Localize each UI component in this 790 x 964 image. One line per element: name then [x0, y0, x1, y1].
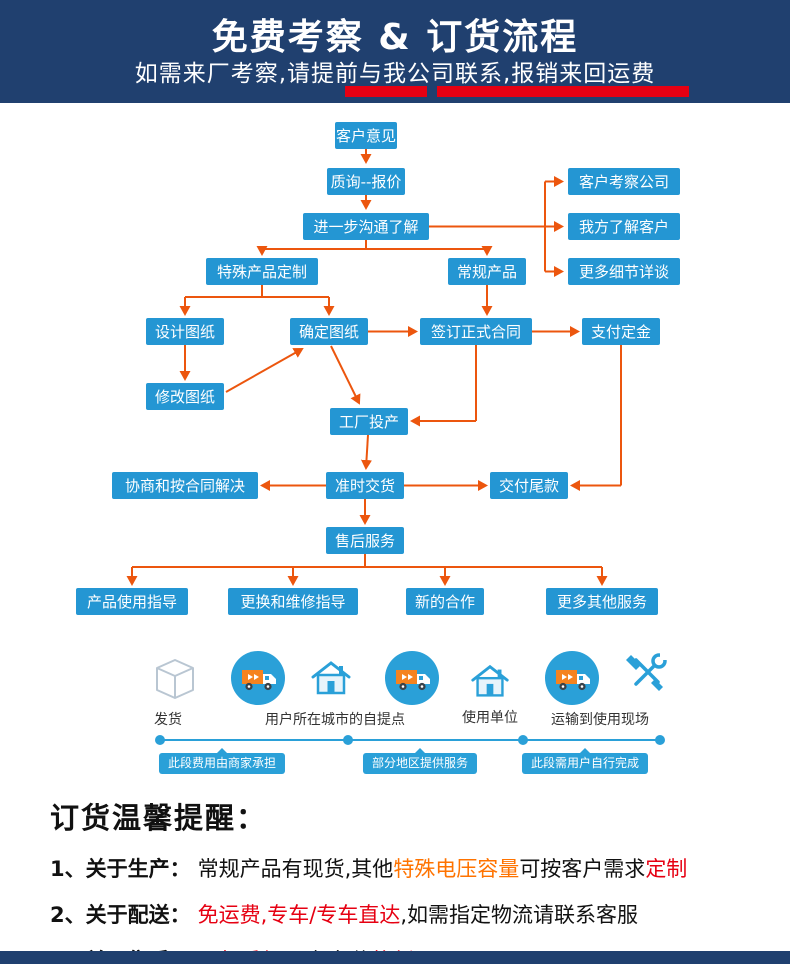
package-icon	[156, 659, 194, 699]
flow-box-modify-drawing: 修改图纸	[146, 383, 224, 410]
accent-bar	[345, 86, 427, 97]
flow-box-customer-feedback: 客户意见	[335, 122, 397, 149]
pickup-label: 用户所在城市的自提点	[265, 712, 405, 728]
flow-box-design-drawing: 设计图纸	[146, 318, 224, 345]
header: 免费考察 & 订货流程 如需来厂考察,请提前与我公司联系,报销来回运费	[0, 0, 790, 103]
tools-icon	[626, 650, 670, 691]
flow-box-custom-product: 特殊产品定制	[206, 258, 318, 285]
flow-box-confirm-drawing: 确定图纸	[290, 318, 368, 345]
truck-icon	[545, 651, 599, 705]
reminder-item-delivery: 2、关于配送：免运费,专车/专车直达,如需指定物流请联系客服	[50, 899, 760, 929]
flow-box-negotiate-contract: 协商和按合同解决	[112, 472, 258, 499]
accent-bar	[437, 86, 689, 97]
reminder-item-production: 1、关于生产：常规产品有现货,其他特殊电压容量可按客户需求定制	[50, 853, 760, 883]
reminder-item-text: 免运费,专车/专车直达,如需指定物流请联系客服	[197, 903, 639, 927]
footer-bar	[0, 951, 790, 964]
house-icon	[311, 661, 351, 695]
timeline-dot	[518, 735, 528, 745]
timeline-tag-merchant: 此段费用由商家承担	[158, 748, 286, 774]
flow-box-usage-guidance: 产品使用指导	[76, 588, 188, 615]
flow-box-new-cooperation: 新的合作	[406, 588, 484, 615]
flow-box-pay-balance: 交付尾款	[490, 472, 568, 499]
timeline-tag-service: 部分地区提供服务	[362, 748, 478, 774]
flow-box-more-details: 更多细节详谈	[568, 258, 680, 285]
page-subtitle: 如需来厂考察,请提前与我公司联系,报销来回运费	[134, 61, 656, 87]
flow-box-more-services: 更多其他服务	[546, 588, 658, 615]
reminder-item-label: 2、关于配送：	[50, 903, 191, 927]
reminder-section: 订货温馨提醒： 1、关于生产：常规产品有现货,其他特殊电压容量可按客户需求定制 …	[50, 795, 760, 964]
flow-box-ontime-delivery: 准时交货	[326, 472, 404, 499]
truck-icon	[385, 651, 439, 705]
ship-label: 发货	[154, 712, 182, 728]
truck-icon	[231, 651, 285, 705]
transport-label: 运输到使用现场	[551, 712, 649, 728]
page-title: 免费考察 & 订货流程	[211, 17, 579, 58]
timeline-tag-user: 此段需用户自行完成	[521, 748, 649, 774]
reminder-heading: 订货温馨提醒：	[50, 801, 268, 835]
timeline-line	[160, 739, 660, 741]
reminder-item-text: 常规产品有现货,其他特殊电压容量可按客户需求定制	[197, 857, 688, 881]
house-icon	[471, 664, 509, 697]
flow-box-repair-guidance: 更换和维修指导	[228, 588, 358, 615]
flow-box-after-sales: 售后服务	[326, 527, 404, 554]
flow-box-factory-production: 工厂投产	[330, 408, 408, 435]
timeline-dot	[655, 735, 665, 745]
timeline-dot	[155, 735, 165, 745]
flow-box-further-communication: 进一步沟通了解	[303, 213, 429, 240]
reminder-item-label: 1、关于生产：	[50, 857, 191, 881]
unit-label: 使用单位	[462, 710, 518, 726]
timeline-dot	[343, 735, 353, 745]
flow-box-inquiry-quote: 质询--报价	[327, 168, 405, 195]
flow-box-regular-product: 常规产品	[448, 258, 526, 285]
flow-box-pay-deposit: 支付定金	[582, 318, 660, 345]
flow-box-customer-visit: 客户考察公司	[568, 168, 680, 195]
flow-box-sign-contract: 签订正式合同	[420, 318, 532, 345]
flow-box-understand-customer: 我方了解客户	[568, 213, 680, 240]
